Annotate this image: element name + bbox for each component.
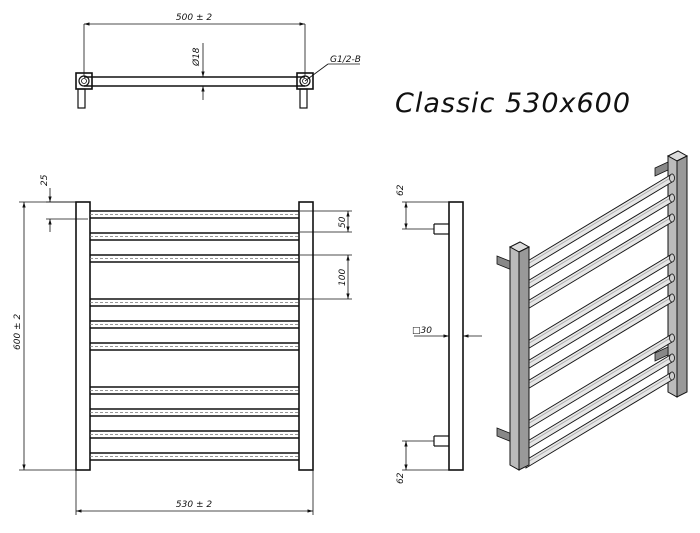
profile-dim-label: □30 — [412, 326, 432, 336]
front-left-post — [75, 201, 91, 471]
front-rail — [90, 430, 299, 439]
front-rail — [90, 254, 299, 263]
width-dim-label: 530 ± 2 — [176, 500, 212, 510]
front-rail — [90, 342, 299, 351]
height-dim-label: 600 ± 2 — [13, 314, 23, 350]
iso-rail — [525, 173, 675, 271]
dim50-label: 50 — [338, 216, 348, 228]
front-rails — [90, 210, 299, 461]
side-view: 62 62 □30 — [396, 184, 482, 484]
isometric-view — [496, 150, 689, 471]
dim62-bottom-label: 62 — [396, 472, 406, 484]
iso-rail — [525, 293, 675, 391]
iso-rail — [525, 213, 675, 311]
front-rail — [90, 210, 299, 219]
top-view: 500 ± 2 Ø18 G1/2-B — [75, 13, 361, 109]
front-rail — [90, 408, 299, 417]
thread-dim-label: G1/2-B — [330, 55, 361, 65]
thread-leader — [304, 63, 329, 82]
front-right-post — [298, 201, 314, 471]
iso-front-collector — [508, 241, 531, 471]
front-view: 25 600 ± 2 50 100 530 ± 2 — [13, 174, 352, 515]
model-title: Classic 530x600 — [395, 88, 631, 119]
front-rail — [90, 232, 299, 241]
iso-rail — [525, 193, 675, 291]
iso-back-bracket-bottom — [654, 346, 669, 362]
diameter-dim-label: Ø18 — [191, 47, 202, 67]
side-post — [448, 201, 464, 471]
dim62-top-label: 62 — [396, 184, 406, 196]
iso-rails — [525, 173, 675, 469]
dim25-label: 25 — [40, 174, 50, 186]
front-rail — [90, 298, 299, 307]
front-rail — [90, 452, 299, 461]
iso-rail — [525, 371, 675, 469]
front-rail — [90, 320, 299, 329]
front-rail — [90, 386, 299, 395]
dim100-label: 100 — [338, 269, 348, 286]
iso-back-bracket-top — [654, 161, 669, 177]
top-right-collector — [296, 72, 314, 109]
top-width-dim-label: 500 ± 2 — [176, 13, 212, 23]
top-left-collector — [75, 72, 93, 109]
